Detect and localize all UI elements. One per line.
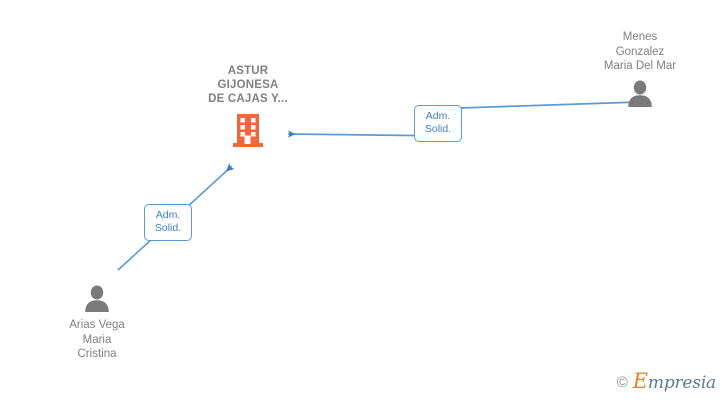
person-name-line-3: Maria Del Mar [603, 60, 677, 72]
relation-badge-line-2: Solid. [424, 123, 452, 135]
relation-badge-line-2: Solid. [154, 222, 182, 234]
person-icon-wrap-arias [22, 285, 172, 313]
person-node-arias[interactable]: Arias Vega Maria Cristina [22, 285, 172, 362]
person-icon [628, 80, 652, 107]
person-node-menes[interactable]: Menes Gonzalez Maria Del Mar [565, 30, 715, 108]
relation-badge-menes[interactable]: Adm. Solid. [414, 105, 462, 142]
building-icon [233, 114, 263, 147]
person-name-line-2: Maria [82, 333, 112, 346]
company-name-line-1: ASTUR [227, 65, 269, 77]
empresia-logo-rest: mpresia [647, 373, 716, 393]
empresia-watermark: © Empresia [616, 371, 716, 393]
relation-badge-line-1: Adm. [155, 209, 181, 221]
person-icon-wrap-menes [565, 80, 715, 108]
person-name-line-2: Gonzalez [615, 45, 665, 58]
relation-badge-arias[interactable]: Adm. Solid. [144, 204, 192, 241]
person-name-line-3: Cristina [77, 348, 117, 360]
company-name-line-2: GIJONESA [217, 79, 279, 91]
person-name-line-1: Menes [622, 31, 658, 43]
company-name-line-3: DE CAJAS Y... [208, 93, 288, 105]
company-name: ASTUR GIJONESA DE CAJAS Y... [183, 64, 313, 106]
copyright-icon: © [616, 374, 628, 391]
empresia-logo-initial: E [632, 369, 648, 393]
empresia-logo: Empresia [633, 371, 716, 393]
person-icon [85, 285, 109, 312]
relation-badge-line-1: Adm. [425, 110, 451, 122]
edge-menes-to-company [287, 101, 641, 139]
company-node[interactable]: ASTUR GIJONESA DE CAJAS Y... [183, 64, 313, 148]
person-name-arias: Arias Vega Maria Cristina [22, 318, 172, 362]
person-name-menes: Menes Gonzalez Maria Del Mar [565, 30, 715, 74]
person-name-line-1: Arias Vega [69, 319, 125, 331]
building-icon-wrap [183, 112, 313, 148]
